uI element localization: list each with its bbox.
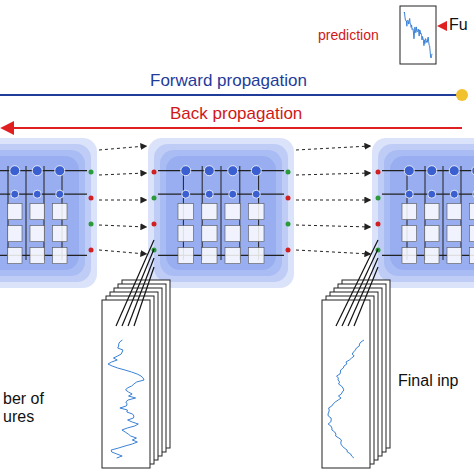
prediction-label: prediction xyxy=(318,27,379,43)
back-label: Back propagation xyxy=(170,104,302,124)
signal-trace xyxy=(404,12,432,58)
forward-line xyxy=(0,94,458,96)
state-link xyxy=(99,173,146,175)
features-label: ber of ures xyxy=(3,390,59,427)
signal-trace xyxy=(328,340,364,458)
output-dot xyxy=(456,89,468,101)
input-line xyxy=(134,267,154,326)
lstm-cell xyxy=(372,138,474,288)
state-link xyxy=(296,225,370,227)
forward-label: Forward propagation xyxy=(150,71,307,91)
lstm-cell xyxy=(148,138,294,288)
state-link xyxy=(99,250,146,254)
input-line xyxy=(348,258,378,326)
state-link xyxy=(99,225,146,227)
state-link xyxy=(296,173,370,175)
input-line xyxy=(342,249,378,326)
input-line xyxy=(354,267,378,326)
input-line xyxy=(122,249,154,326)
lstm-cell xyxy=(0,138,97,288)
input-line xyxy=(336,240,378,326)
signal-trace xyxy=(108,340,144,458)
future-arrow xyxy=(439,25,447,27)
input-line xyxy=(116,240,154,326)
state-link xyxy=(296,146,370,150)
future-label: Fu xyxy=(449,16,468,34)
input-line xyxy=(128,258,154,326)
state-link xyxy=(296,200,370,201)
state-link xyxy=(99,146,146,150)
input-label: Final inp xyxy=(398,372,458,390)
input-window-stack xyxy=(102,280,170,468)
state-link xyxy=(99,200,146,201)
back-line xyxy=(3,127,462,129)
prediction-plot xyxy=(400,6,436,64)
state-link xyxy=(296,250,370,254)
